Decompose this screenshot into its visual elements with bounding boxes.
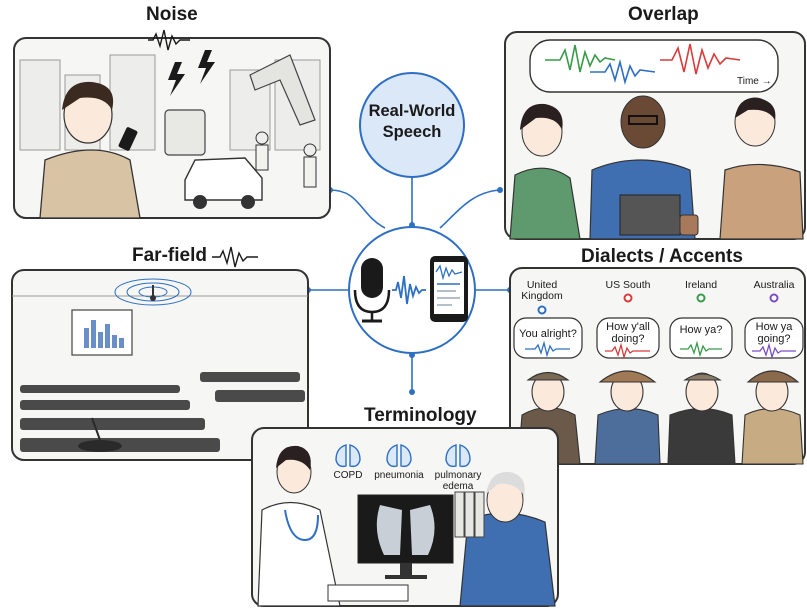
table-microphone	[78, 440, 122, 452]
lightning-icon	[168, 50, 215, 96]
woman-on-phone	[39, 81, 141, 219]
overlap-panel	[504, 31, 806, 240]
ceiling-microphone-icon	[150, 295, 156, 301]
region-label-ireland: Ireland	[684, 279, 718, 291]
waveform-blue	[590, 58, 656, 85]
term-pneumonia: pneumonia	[374, 470, 424, 481]
dialects-panel	[509, 267, 806, 465]
tablet-icon	[430, 256, 468, 322]
phrase-uk: You alright?	[519, 328, 577, 340]
microphone-icon	[353, 258, 391, 323]
term-pulmonary-edema: pulmonary edema	[434, 470, 482, 492]
region-label-australia: Australia	[753, 279, 795, 291]
terminology-panel-title: Terminology	[364, 405, 477, 426]
region-label-uk: United Kingdom	[521, 279, 563, 302]
region-label-us-south: US South	[605, 279, 651, 291]
screen-bar-chart	[84, 320, 124, 348]
dialects-panel-title: Dialects / Accents	[581, 246, 743, 267]
connector-noise	[329, 189, 386, 229]
connector-lines	[308, 176, 510, 392]
soundwave-icon	[392, 275, 426, 305]
far-field-soundwave-icon	[212, 246, 258, 268]
dialect-speakers	[517, 370, 804, 465]
audience	[20, 372, 305, 452]
noise-panel	[13, 37, 331, 219]
speaker-right	[719, 97, 804, 240]
phone-icon	[118, 127, 138, 151]
speaker-left	[509, 103, 581, 240]
phrase-ireland: How ya?	[679, 324, 723, 336]
center-title: Real-World Speech	[362, 101, 462, 143]
xray-monitor	[357, 494, 454, 564]
phrase-australia: How ya going?	[755, 321, 793, 345]
waveform-red	[660, 43, 741, 75]
terminology-panel	[251, 427, 559, 607]
center-title-line2: Speech	[382, 123, 442, 141]
laptop	[619, 194, 681, 236]
phrase-us-south: How y'all doing?	[606, 321, 650, 345]
overlap-panel-title: Overlap	[628, 4, 699, 25]
doctor	[257, 445, 341, 607]
noise-panel-title: Noise	[146, 4, 198, 25]
connector-overlap	[439, 189, 501, 229]
waveform-bubble	[529, 39, 779, 93]
bus	[164, 109, 206, 156]
coffee-mug	[679, 214, 699, 236]
lung-icon	[335, 444, 471, 468]
noise-soundwave-icon	[148, 29, 190, 51]
center-device-circle	[348, 226, 476, 354]
far-field-panel-title: Far-field	[132, 245, 207, 266]
overlap-time-label: Time →	[737, 76, 772, 87]
term-copd: COPD	[333, 470, 363, 481]
stethoscope-icon	[284, 509, 319, 542]
dialect-speech-bubbles	[513, 317, 804, 359]
excavator-arm	[249, 54, 316, 126]
waveform-green	[545, 44, 616, 73]
xray-image	[376, 505, 435, 555]
clipboard	[327, 584, 409, 602]
car	[184, 157, 263, 201]
center-title-bubble	[359, 72, 465, 178]
far-field-panel	[11, 269, 309, 461]
center-title-line1: Real-World	[368, 102, 456, 120]
location-pin-icon	[537, 293, 779, 315]
binders	[454, 491, 485, 538]
